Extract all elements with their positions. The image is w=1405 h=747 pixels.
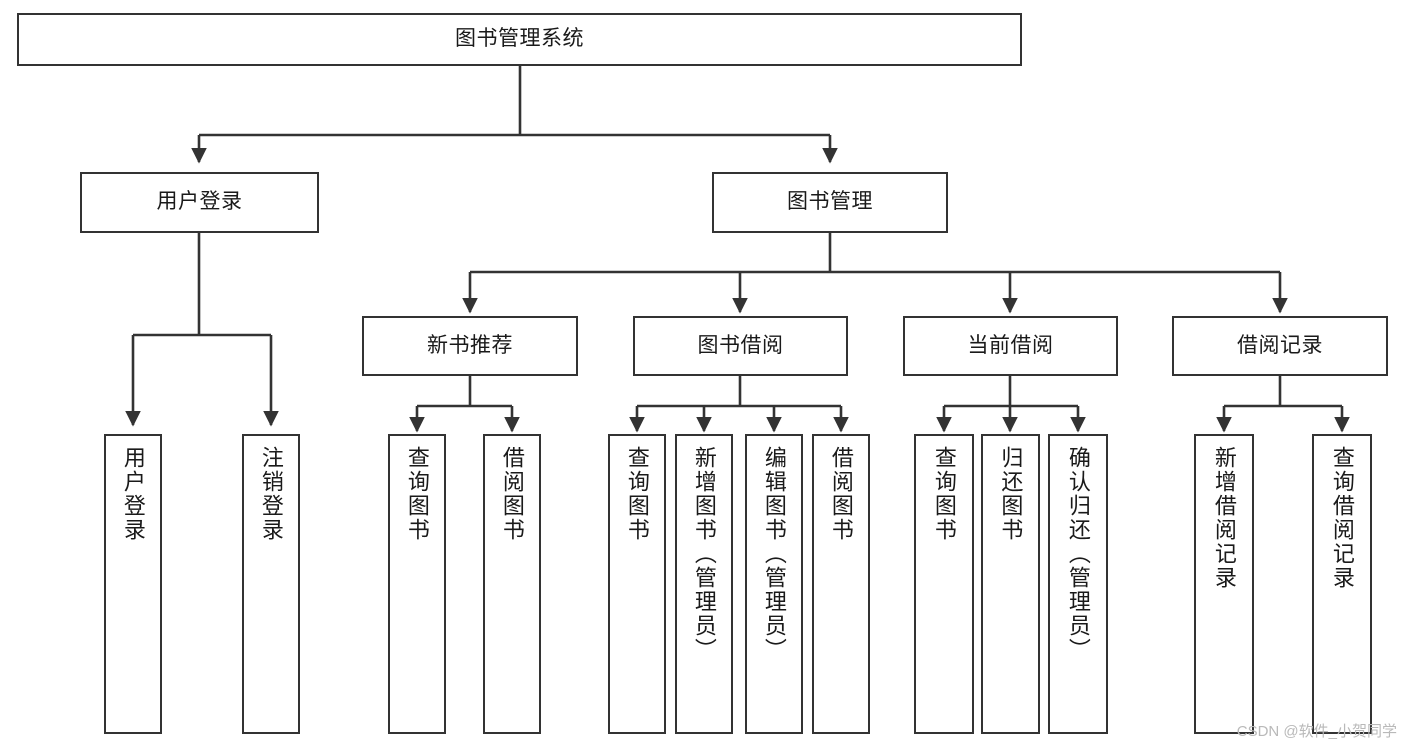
node-label: 用户登录 [156,190,243,214]
node-label: 新增借阅记录 [1211,446,1237,590]
node-leaf-confirm-return[interactable]: 确认归还（管理员） [1048,434,1108,734]
node-label: 新增图书（管理员） [691,446,717,662]
node-leaf-logout-login[interactable]: 注销登录 [242,434,300,734]
node-label: 编辑图书（管理员） [761,446,787,662]
node-leaf-user-login[interactable]: 用户登录 [104,434,162,734]
node-leaf-add-book[interactable]: 新增图书（管理员） [675,434,733,734]
node-borrow-record[interactable]: 借阅记录 [1172,316,1388,376]
node-label: 当前借阅 [967,333,1054,357]
node-label: 确认归还（管理员） [1065,446,1091,662]
node-label: 用户登录 [120,446,146,542]
node-user-login[interactable]: 用户登录 [80,172,319,233]
node-label: 注销登录 [258,446,284,542]
node-label: 新书推荐 [427,333,513,357]
node-leaf-return-book[interactable]: 归还图书 [981,434,1040,734]
node-label: 查询图书 [404,446,430,542]
node-leaf-borrow-book-1[interactable]: 借阅图书 [483,434,541,734]
node-label: 图书管理系统 [455,27,584,51]
node-root-system[interactable]: 图书管理系统 [17,13,1022,66]
node-label: 借阅图书 [828,446,854,542]
node-label: 图书借阅 [697,333,784,357]
node-leaf-edit-book[interactable]: 编辑图书（管理员） [745,434,803,734]
node-leaf-query-book-1[interactable]: 查询图书 [388,434,446,734]
node-current-borrow[interactable]: 当前借阅 [903,316,1118,376]
node-leaf-add-record[interactable]: 新增借阅记录 [1194,434,1254,734]
node-label: 归还图书 [998,446,1024,542]
csdn-watermark: CSDN @软件_小贺同学 [1236,723,1397,740]
node-label: 借阅记录 [1237,333,1323,357]
node-leaf-borrow-book-2[interactable]: 借阅图书 [812,434,870,734]
node-label: 查询图书 [624,446,650,542]
node-leaf-query-book-2[interactable]: 查询图书 [608,434,666,734]
node-leaf-query-book-3[interactable]: 查询图书 [914,434,974,734]
node-label: 借阅图书 [499,446,525,542]
node-label: 查询图书 [931,446,957,542]
node-new-book-recommend[interactable]: 新书推荐 [362,316,578,376]
node-leaf-query-record[interactable]: 查询借阅记录 [1312,434,1372,734]
node-book-borrow[interactable]: 图书借阅 [633,316,848,376]
node-book-manage[interactable]: 图书管理 [712,172,948,233]
node-label: 图书管理 [787,190,873,214]
node-label: 查询借阅记录 [1329,446,1355,590]
